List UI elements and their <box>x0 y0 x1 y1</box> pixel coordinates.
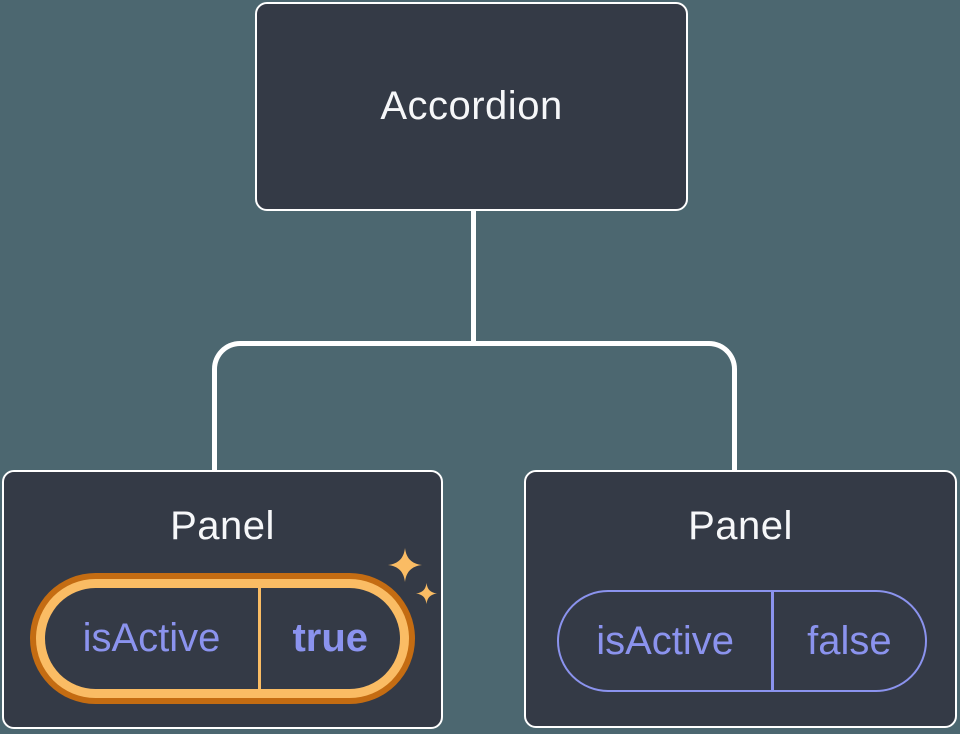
connector-stem <box>471 211 476 345</box>
panel-label: Panel <box>688 504 793 548</box>
accordion-label: Accordion <box>380 84 563 128</box>
component-node-accordion: Accordion <box>255 2 688 211</box>
state-value-label: true <box>292 616 369 660</box>
state-key-label: isActive <box>596 618 735 663</box>
component-node-panel-active: Panel isActive true <box>2 470 443 729</box>
state-pill-active-inner-ring: isActive true <box>36 579 409 698</box>
state-pill-active-core: isActive true <box>45 588 400 689</box>
sparkle-icon-large <box>388 548 422 582</box>
state-pill-inactive: isActive false <box>557 590 927 692</box>
component-node-panel-inactive: Panel isActive false <box>524 470 957 728</box>
pill-divider <box>258 588 261 689</box>
state-key-label: isActive <box>82 616 221 660</box>
state-value-label: false <box>807 618 892 663</box>
panel-label: Panel <box>170 504 275 548</box>
pill-divider <box>771 592 774 690</box>
state-pill-active: isActive true <box>30 573 415 704</box>
sparkle-icon-small <box>416 583 437 604</box>
connector-bracket <box>212 341 737 470</box>
